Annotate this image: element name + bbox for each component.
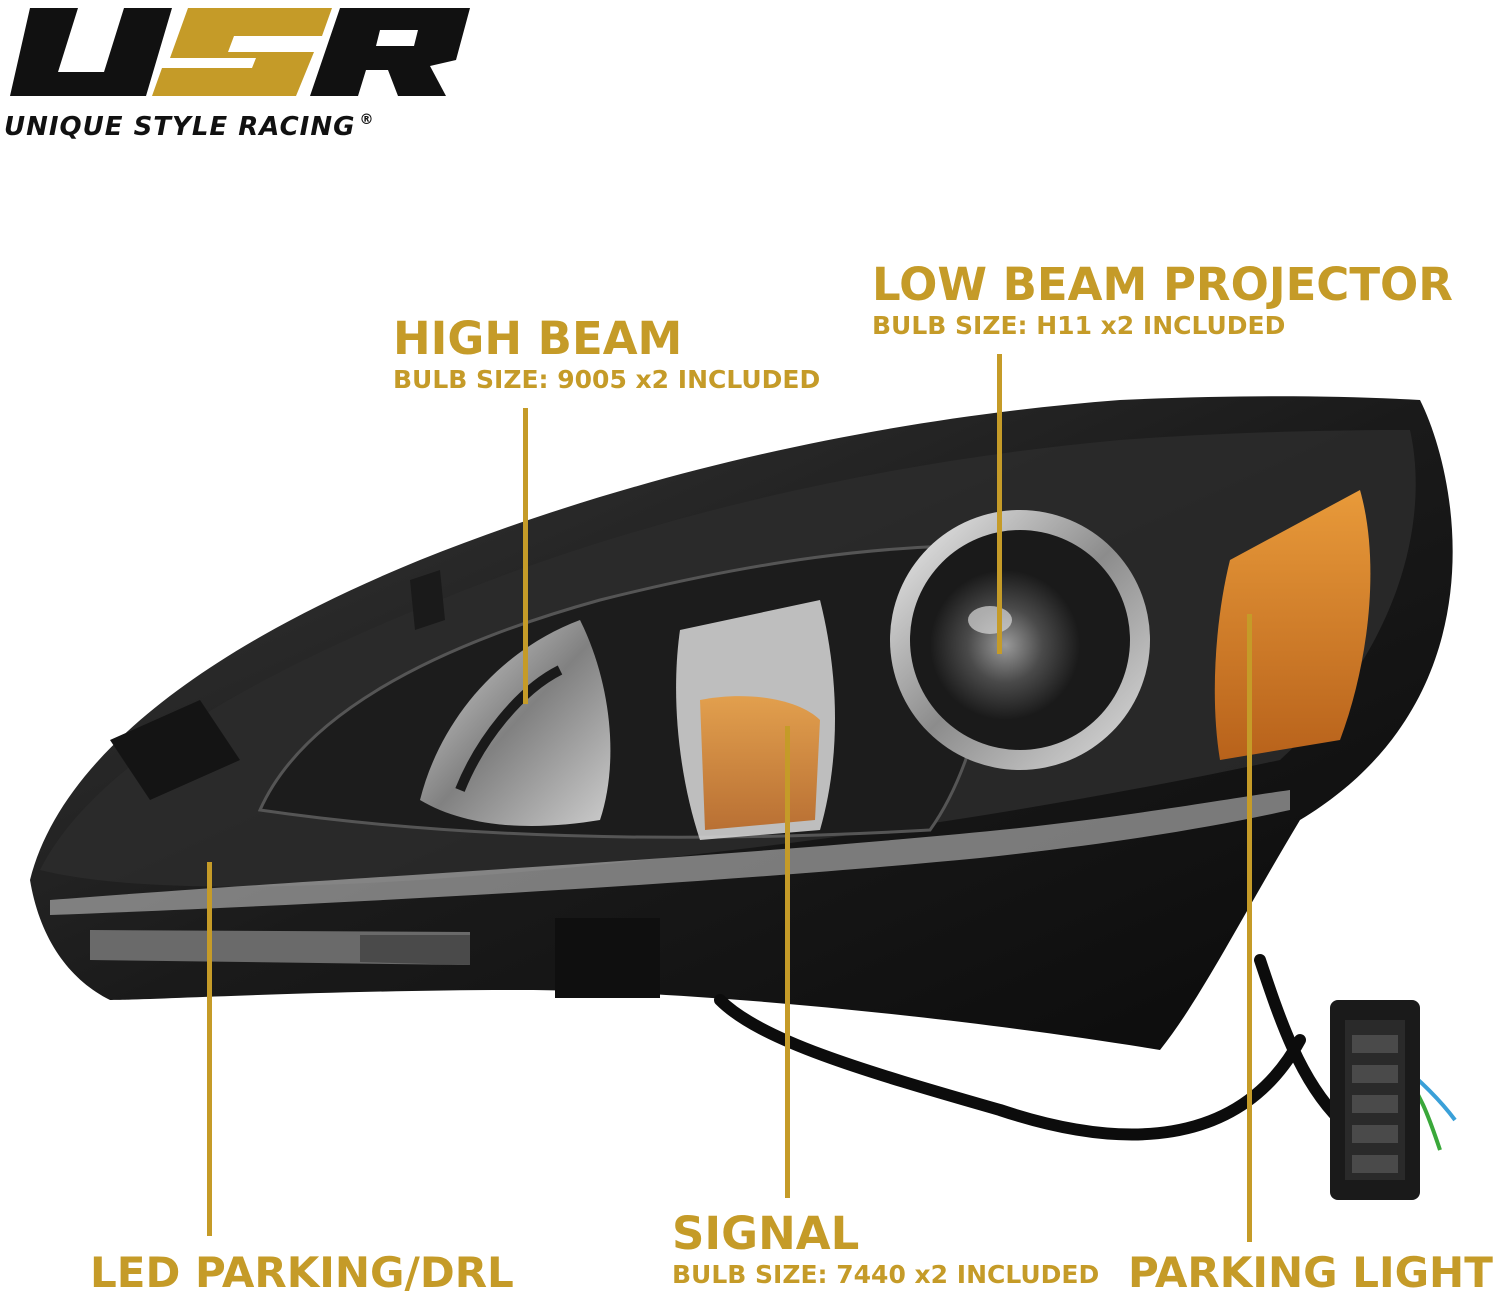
signal-sub: BULB SIZE: 7440 x2 INCLUDED — [672, 1260, 1100, 1289]
leader-high-beam — [523, 408, 528, 704]
callout-parking-light: PARKING LIGHT — [1128, 1252, 1493, 1294]
low-beam-sub: BULB SIZE: H11 x2 INCLUDED — [872, 311, 1286, 340]
projector-lens — [890, 510, 1150, 770]
mounting-tab — [410, 570, 445, 630]
amber-side-marker — [1214, 490, 1371, 760]
led-parking-title: LED PARKING/DRL — [90, 1248, 514, 1297]
wiring-connector — [1330, 1000, 1420, 1200]
brand-logo: UNIQUE STYLE RACING® — [0, 0, 480, 150]
drl-strip — [50, 790, 1290, 915]
leader-signal — [785, 726, 790, 1198]
callout-low-beam: LOW BEAM PROJECTOR BULB SIZE: H11 x2 INC… — [872, 262, 1453, 338]
high-beam-sub: BULB SIZE: 9005 x2 INCLUDED — [393, 365, 821, 394]
usr-logo-mark — [10, 8, 470, 96]
callout-high-beam: HIGH BEAM BULB SIZE: 9005 x2 INCLUDED — [393, 316, 820, 392]
callout-signal: SIGNAL BULB SIZE: 7440 x2 INCLUDED — [672, 1211, 1099, 1287]
signal-housing — [676, 600, 835, 840]
high-beam-title: HIGH BEAM — [393, 312, 683, 365]
registered-mark: ® — [359, 112, 375, 128]
ballast-box — [110, 700, 240, 800]
callout-led-parking: LED PARKING/DRL — [90, 1252, 514, 1294]
parking-light-title: PARKING LIGHT — [1128, 1248, 1493, 1297]
lower-panel — [555, 918, 660, 998]
leader-led-parking — [207, 862, 212, 1236]
brand-tagline: UNIQUE STYLE RACING® — [4, 112, 374, 142]
low-beam-title: LOW BEAM PROJECTOR — [872, 258, 1453, 311]
leader-parking-light — [1247, 614, 1252, 1242]
leader-low-beam — [997, 354, 1002, 654]
brand-name: UNIQUE STYLE RACING — [4, 112, 356, 142]
high-beam-reflector — [420, 620, 611, 826]
wiring-harness — [714, 954, 1346, 1141]
led-parking-bar — [90, 930, 470, 965]
signal-title: SIGNAL — [672, 1207, 860, 1260]
